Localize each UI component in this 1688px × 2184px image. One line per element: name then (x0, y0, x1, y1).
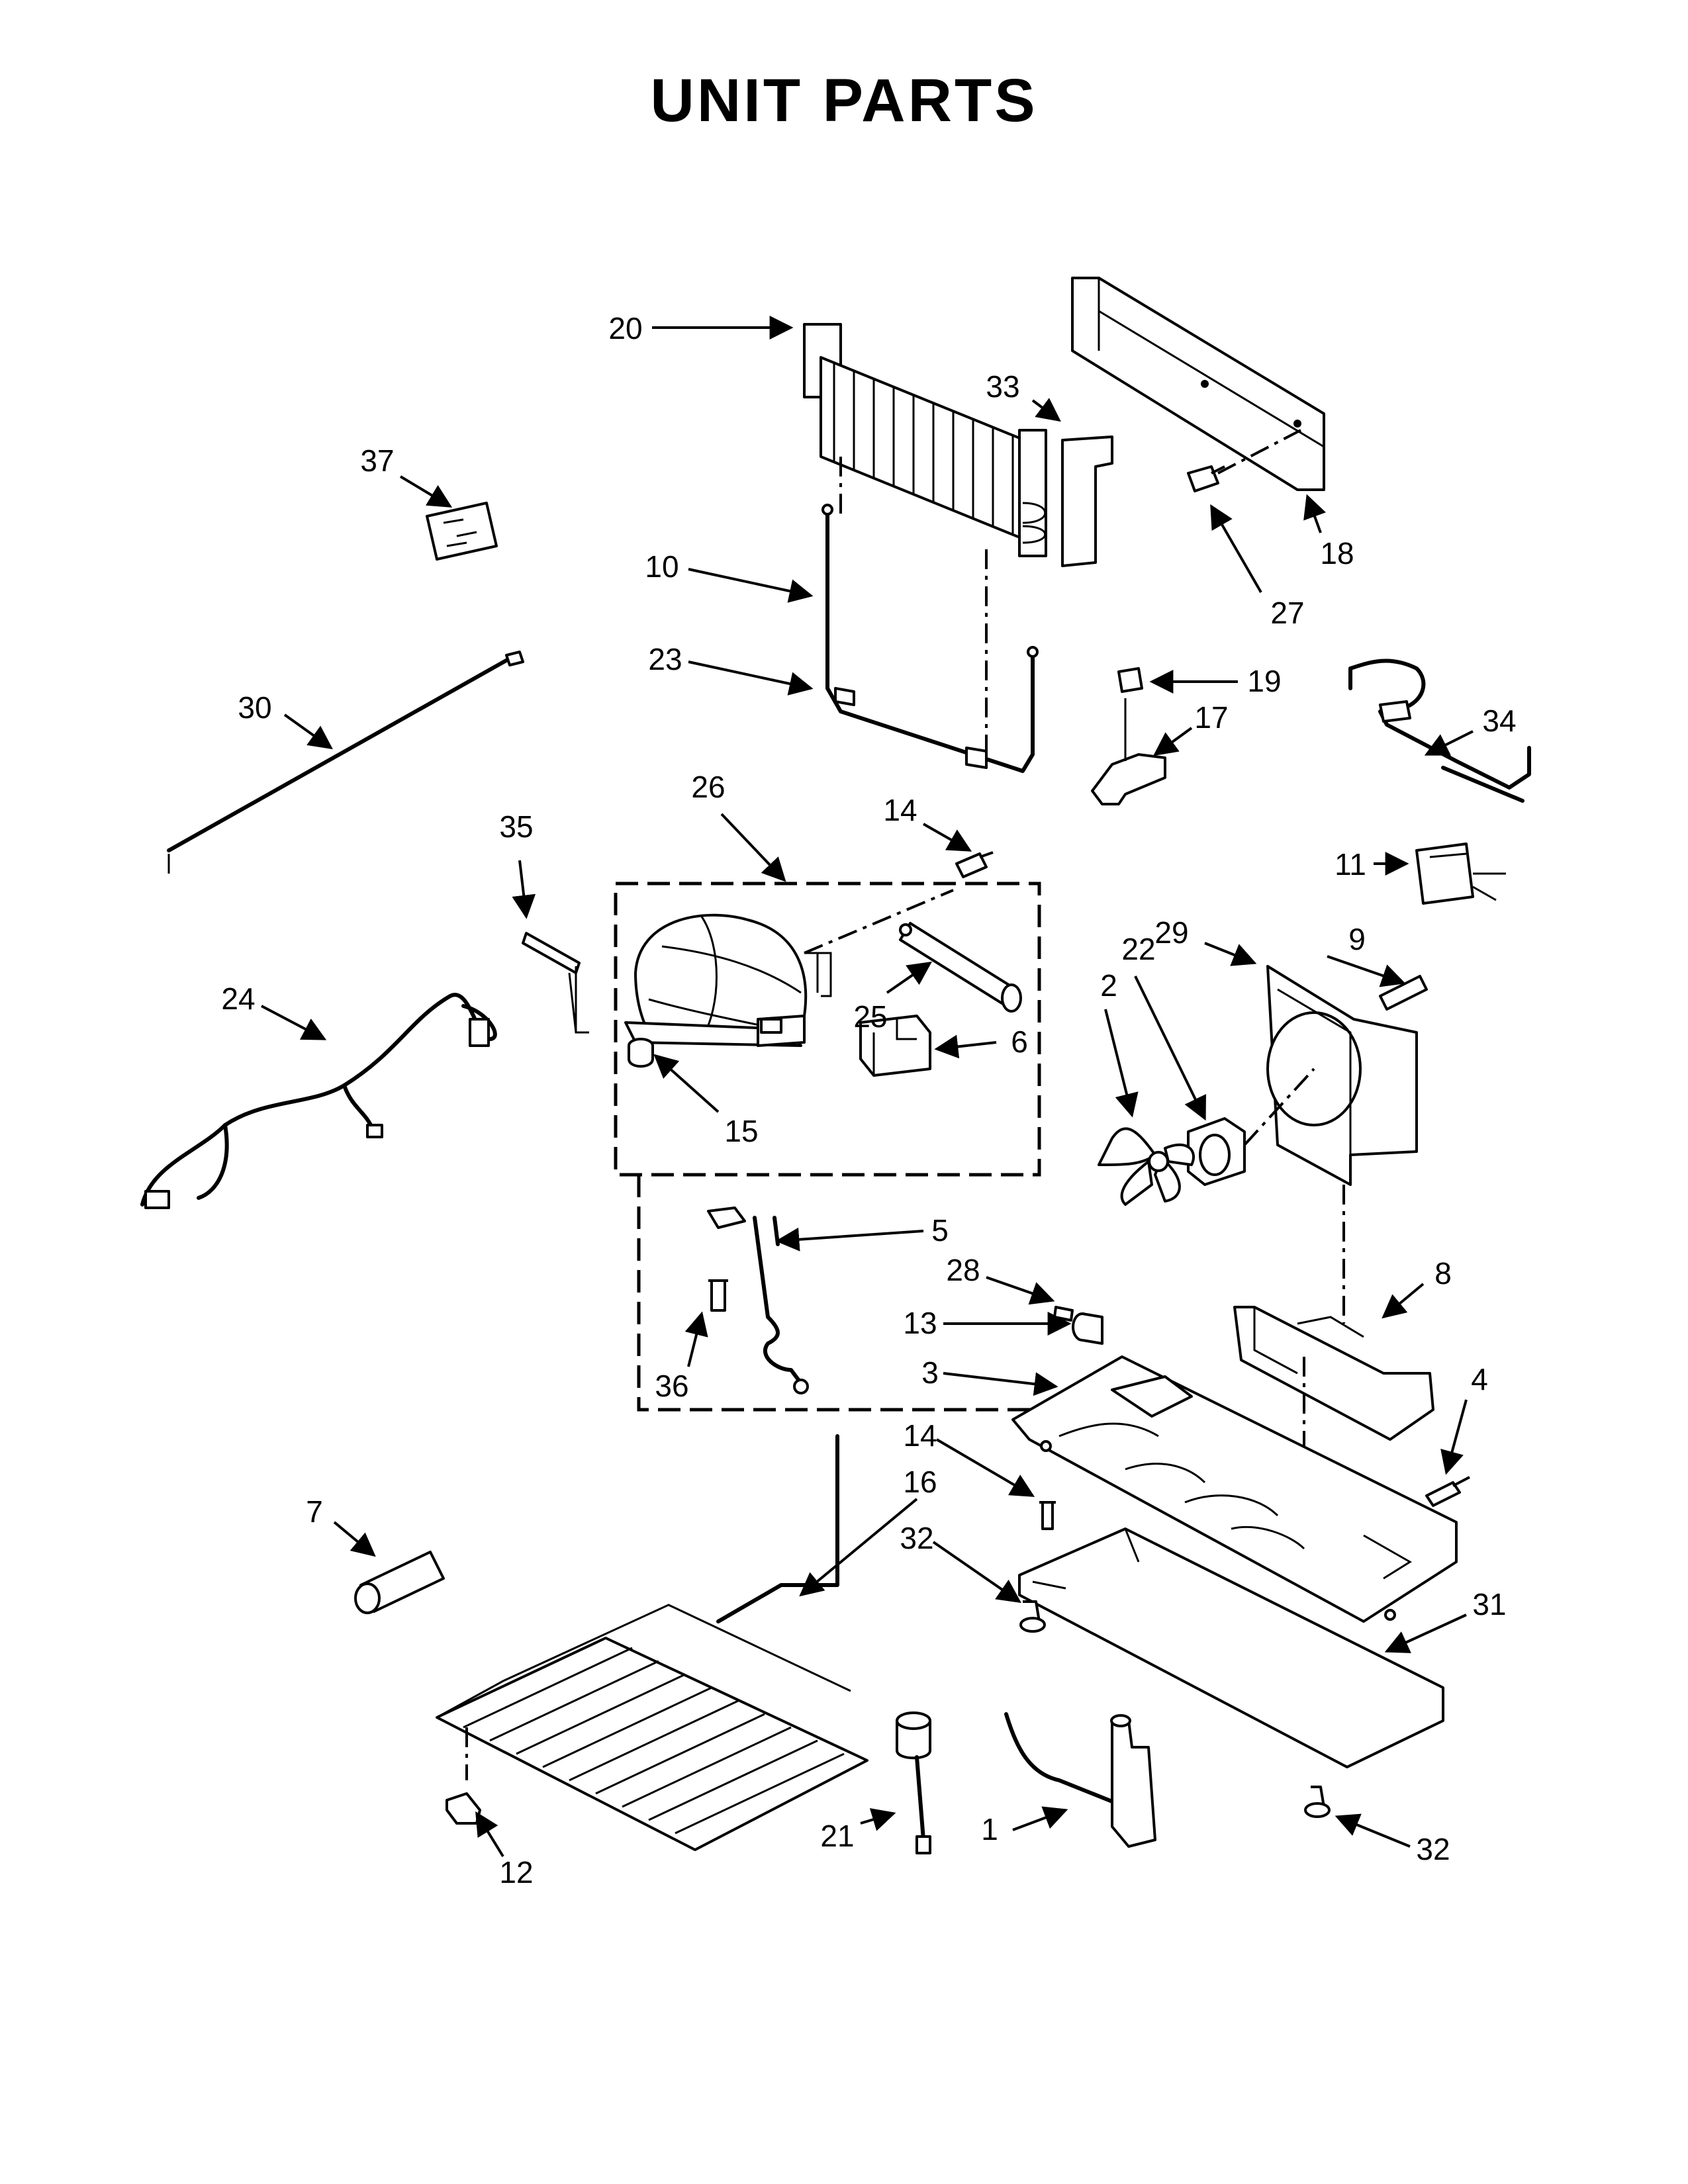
part-compressor (624, 913, 832, 1047)
callout-6: 6 (1011, 1024, 1028, 1059)
callout-13: 13 (903, 1306, 937, 1340)
callout-27: 27 (1270, 596, 1304, 630)
callout-17: 17 (1194, 700, 1228, 735)
part-defrost-heater (1348, 659, 1531, 803)
part-control-board (426, 502, 498, 561)
callout-1: 1 (981, 1812, 998, 1846)
callout-14-lower: 14 (903, 1418, 937, 1453)
callout-23: 23 (648, 642, 682, 676)
callout-35: 35 (499, 809, 533, 844)
part-valve-assembly (1004, 1712, 1156, 1848)
fan-axis-dashdot-line (1243, 1068, 1315, 1146)
part-coil-clip (445, 1792, 481, 1825)
part-condenser-fan-motor (1187, 1117, 1246, 1186)
part-condenser-fan-blade (1098, 1127, 1196, 1206)
callout-36: 36 (655, 1369, 688, 1403)
duct-cover-dashdot-line (1217, 429, 1301, 475)
part-drain-heater-and-tube (821, 504, 1039, 773)
callout-28: 28 (946, 1253, 980, 1287)
part-capacitor (1415, 842, 1506, 905)
callout-3: 3 (921, 1355, 939, 1390)
callout-8: 8 (1434, 1256, 1452, 1291)
callout-26: 26 (691, 770, 725, 804)
machine-compartment-dashed-outline (637, 1175, 1046, 1412)
part-evaporator-coil (803, 323, 1047, 557)
part-leveling-foot-lower (1304, 1786, 1331, 1818)
part-damper-bracket (1091, 667, 1166, 805)
callout-34: 34 (1482, 704, 1516, 738)
part-filter-drier (899, 922, 1022, 1013)
callout-10: 10 (645, 549, 679, 584)
callout-2: 2 (1100, 968, 1117, 1003)
callout-30: 30 (238, 690, 271, 725)
callout-15: 15 (724, 1114, 758, 1148)
callout-12: 12 (499, 1855, 533, 1889)
part-ground-wire (167, 651, 524, 874)
callout-18: 18 (1320, 536, 1354, 570)
callout-29: 29 (1154, 915, 1188, 950)
part-sensor-harness (896, 1711, 931, 1854)
callout-22: 22 (1121, 932, 1155, 966)
callout-32-lower: 32 (1416, 1832, 1450, 1866)
part-grommet (628, 1038, 654, 1068)
part-screw-14-upper (955, 851, 994, 878)
part-start-relay (859, 1015, 931, 1077)
part-evaporator-bracket (1061, 435, 1113, 567)
callout-37: 37 (360, 443, 394, 478)
part-fan-bracket (1233, 1306, 1434, 1441)
part-screw-36 (708, 1279, 728, 1312)
compressor-dashdot-line (804, 889, 954, 954)
callout-25: 25 (853, 999, 887, 1034)
part-grommet-13 (1072, 1312, 1103, 1345)
evaporator-dashdot-line (839, 457, 988, 754)
diagram-title: UNIT PARTS (650, 67, 1038, 134)
callout-31: 31 (1472, 1587, 1506, 1621)
callout-4: 4 (1471, 1362, 1488, 1396)
part-duct-cover (1071, 277, 1325, 491)
part-foam-insulation (354, 1551, 445, 1614)
callout-33: 33 (986, 369, 1019, 404)
part-screw-9 (1379, 975, 1428, 1011)
part-wire-harness (140, 993, 497, 1209)
callout-19: 19 (1247, 664, 1281, 698)
callout-14-upper: 14 (883, 793, 917, 827)
part-base-pan (1011, 1355, 1458, 1623)
callout-16: 16 (903, 1465, 937, 1499)
part-screw-4 (1425, 1476, 1470, 1507)
callout-numbers: 20 33 37 10 18 27 23 19 17 34 30 26 14 3… (221, 311, 1516, 1889)
callout-21: 21 (820, 1819, 854, 1853)
callout-20: 20 (608, 311, 642, 345)
callout-7: 7 (306, 1494, 323, 1529)
callout-5: 5 (931, 1213, 949, 1248)
compressor-assembly-dashed-box (614, 882, 1041, 1177)
part-compressor-clip (522, 932, 589, 1034)
part-leveling-foot-upper (1019, 1600, 1046, 1633)
part-screw-14-lower (1039, 1501, 1056, 1530)
part-screw-27 (1187, 465, 1225, 492)
callout-leader-lines (261, 316, 1474, 1858)
callout-11: 11 (1335, 847, 1366, 882)
part-plug (1053, 1306, 1074, 1322)
callout-32-upper: 32 (900, 1521, 933, 1555)
part-condenser-coil (436, 1434, 868, 1851)
callout-9: 9 (1348, 922, 1366, 956)
callout-24: 24 (221, 981, 255, 1016)
